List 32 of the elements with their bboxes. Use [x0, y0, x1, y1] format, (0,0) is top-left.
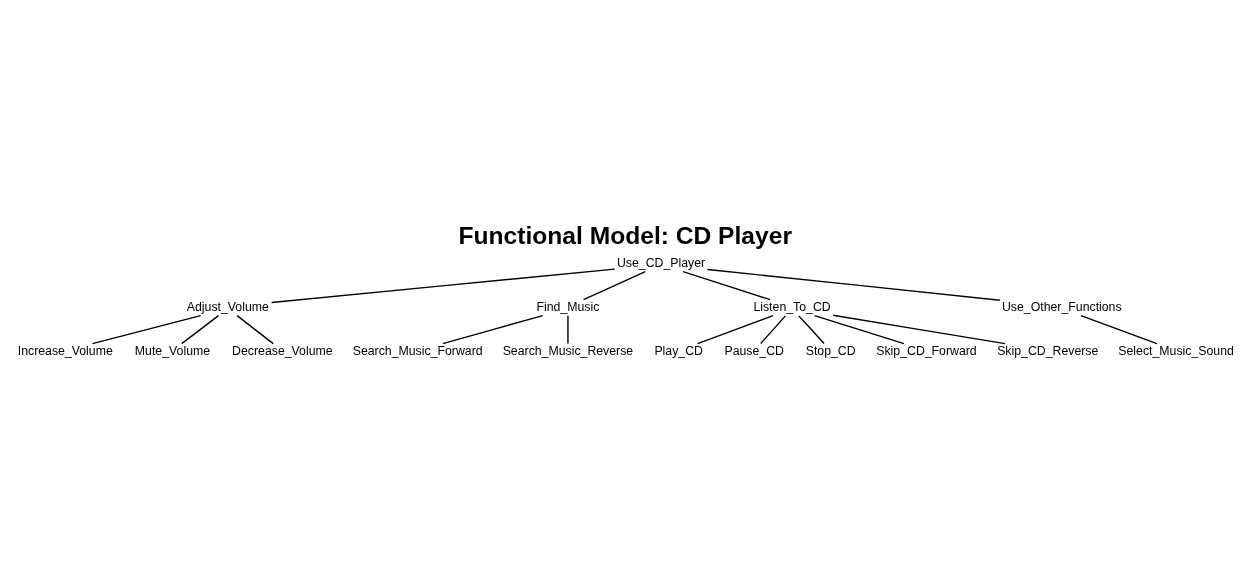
connector [813, 314, 905, 344]
connector [582, 270, 646, 300]
node-text: Play_CD [654, 343, 703, 358]
node-text: Use_Other_Functions [1002, 299, 1122, 314]
connector [697, 314, 774, 344]
connector [236, 314, 274, 344]
connector [798, 314, 825, 344]
node-text: Increase_Volume [17, 343, 113, 358]
diagram-title: Functional Model: CD Player [458, 221, 792, 249]
node-text: Adjust_Volume [186, 299, 269, 314]
connector [760, 314, 787, 344]
node-text: Decrease_Volume [232, 343, 333, 358]
connector [706, 268, 1001, 301]
node-text: Pause_CD [724, 343, 784, 358]
node-text: Mute_Volume [134, 343, 211, 358]
connector [91, 314, 202, 344]
connector [270, 267, 616, 303]
node-text: Listen_To_CD [753, 299, 831, 314]
node-text: Skip_CD_Forward [876, 343, 977, 358]
node-text: Skip_CD_Reverse [997, 343, 1099, 358]
connector [832, 314, 1006, 344]
connector [567, 314, 569, 344]
node-text: Find_Music [536, 299, 600, 314]
node-text: Stop_CD [805, 343, 856, 358]
node-text: Use_CD_Player [617, 255, 706, 270]
connector [682, 270, 771, 300]
node-text: Search_Music_Forward [352, 343, 483, 358]
node-text: Search_Music_Reverse [502, 343, 634, 358]
connector [181, 314, 220, 344]
connector [1080, 314, 1158, 344]
node-text: Select_Music_Sound [1118, 343, 1234, 358]
connector [442, 314, 544, 344]
